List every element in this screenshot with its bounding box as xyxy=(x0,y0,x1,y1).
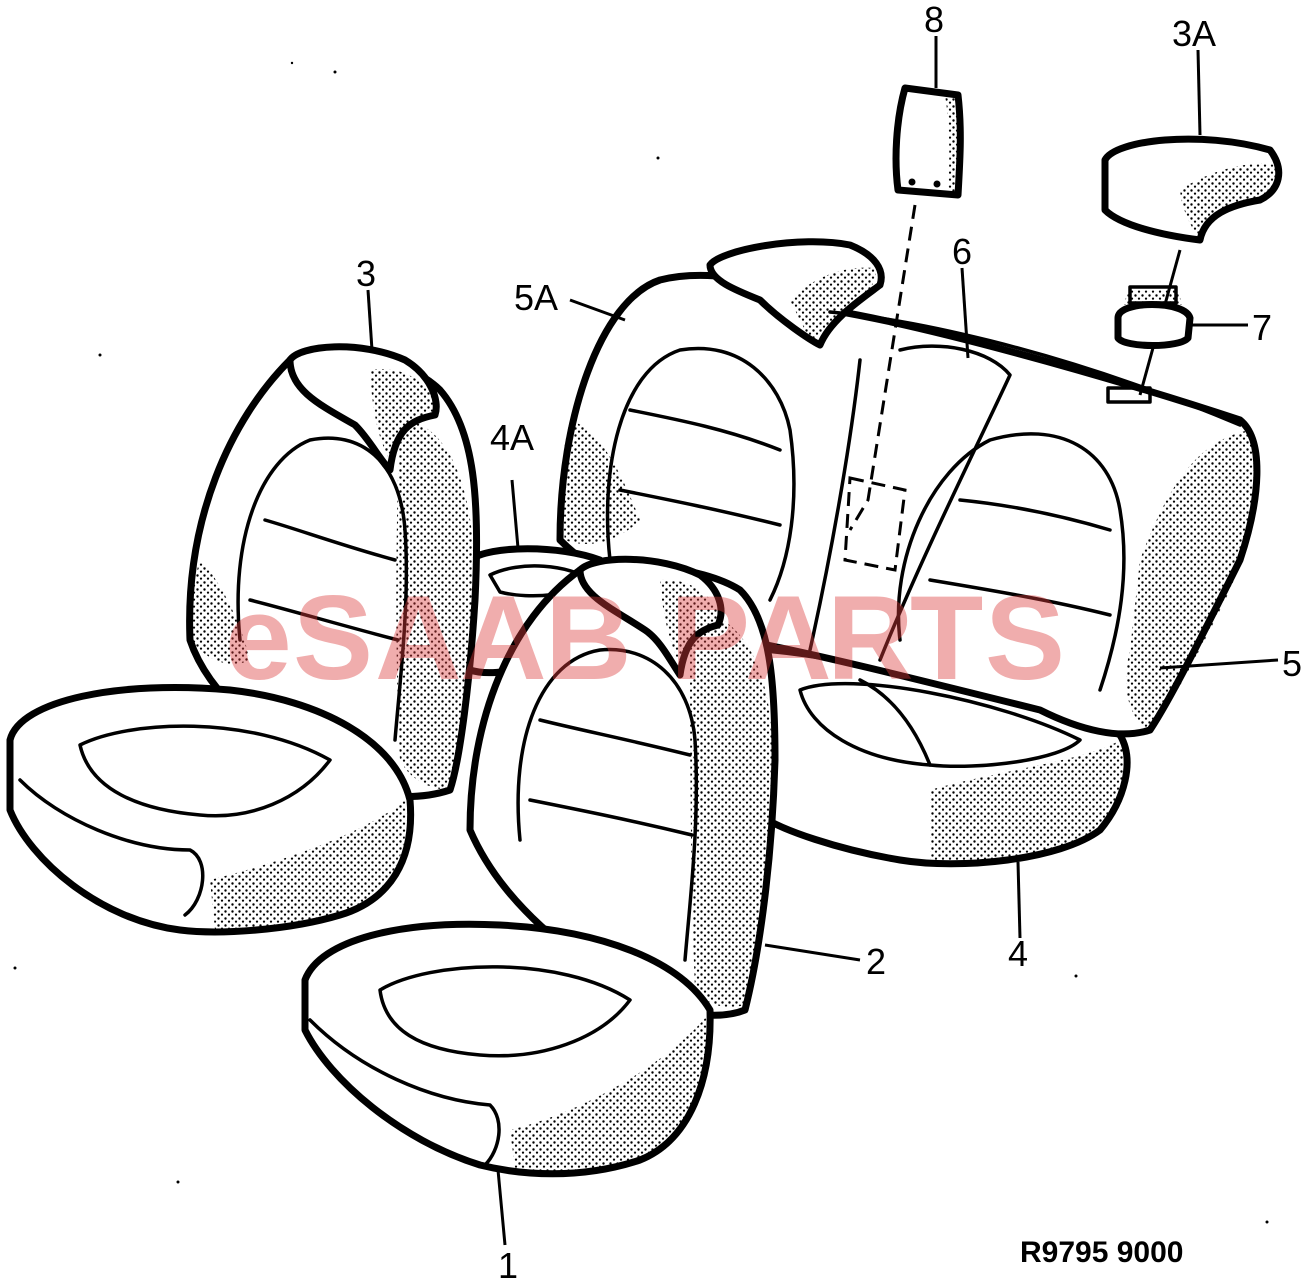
rear-backrest-left-shading xyxy=(560,420,640,544)
callout-3: 3 xyxy=(356,253,377,294)
rear-center-armrest-edge xyxy=(808,358,862,652)
left-backrest-seam-1 xyxy=(263,518,397,562)
left-backrest-side-shading xyxy=(396,420,474,790)
front-cushion-front-bolster xyxy=(308,1018,501,1167)
scan-specks xyxy=(13,61,1269,1224)
rear-backrest-top-seam xyxy=(828,310,1242,427)
rear-left-seat-arch xyxy=(605,346,796,602)
front-cushion-top-panel xyxy=(378,965,632,1058)
leader-5a xyxy=(569,298,626,322)
front-cushion-side-shading xyxy=(510,1015,709,1174)
panel-8-installation-outline xyxy=(843,476,907,572)
rear-headrest-assembly xyxy=(1101,135,1283,396)
rear-center-armrest-section xyxy=(878,344,1012,662)
callout-8: 8 xyxy=(924,0,945,40)
rear-left-headrest xyxy=(706,238,885,349)
front-backrest-seam-2 xyxy=(528,798,694,837)
headrest-3a-shading xyxy=(1180,163,1277,240)
rear-left-arch-seam-2 xyxy=(618,488,782,527)
callout-4: 4 xyxy=(1008,933,1029,974)
front-backrest-seam-1 xyxy=(538,718,692,757)
panel-8-installation-line xyxy=(848,204,917,531)
callout-4a: 4A xyxy=(490,417,535,458)
rear-cushion-side-shading xyxy=(930,740,1124,862)
rear-right-arch-seam-1 xyxy=(958,498,1112,532)
callout-1: 1 xyxy=(498,1245,519,1286)
left-backrest-inner-arch xyxy=(236,436,409,742)
panel-8-hole-left xyxy=(908,178,916,186)
front-backrest-inner-arch xyxy=(516,647,699,962)
leader-2 xyxy=(764,943,861,962)
left-cushion-side-shading xyxy=(210,800,407,932)
left-front-seat xyxy=(6,343,481,936)
rear-headrest-slot xyxy=(1106,386,1152,404)
leader-1 xyxy=(496,1169,507,1246)
leader-5 xyxy=(1159,658,1279,670)
panel-8-hole-right xyxy=(933,180,941,188)
rear-right-seat-arch xyxy=(896,432,1126,692)
callout-2: 2 xyxy=(866,941,887,982)
panel-8-shading xyxy=(945,95,960,195)
leader-6 xyxy=(960,267,970,359)
front-headrest-shading xyxy=(660,579,720,670)
callout-3a: 3A xyxy=(1172,13,1217,54)
center-panel-8 xyxy=(843,84,964,572)
left-headrest-shading xyxy=(370,369,438,465)
rear-right-arch-seam-2 xyxy=(928,578,1112,617)
rear-left-headrest-shading xyxy=(790,267,876,340)
front-backrest-side-shading xyxy=(690,610,772,1007)
rear-left-arch-seam-1 xyxy=(628,408,782,452)
left-cushion-top-panel xyxy=(78,724,332,818)
left-cushion-front-bolster xyxy=(18,778,205,917)
headrest-guide-7 xyxy=(1114,301,1194,349)
rear-backrest-right-shading xyxy=(1126,430,1257,730)
rear-cushion-seam xyxy=(858,678,932,767)
left-backrest-seam-2 xyxy=(248,598,400,642)
callout-5: 5 xyxy=(1282,643,1303,684)
rear-cushion-top-panel xyxy=(798,681,1082,769)
callout-6: 6 xyxy=(952,231,973,272)
headrest-guide-7-slot xyxy=(1128,285,1178,305)
callout-7: 7 xyxy=(1252,307,1273,348)
front-seat xyxy=(301,555,779,1178)
diagram-reference-code: R9795 9000 xyxy=(1020,1236,1184,1269)
left-backrest-left-shading xyxy=(191,560,250,664)
leader-4a xyxy=(510,479,520,549)
leader-lines xyxy=(366,36,1279,1246)
leader-4 xyxy=(1016,861,1022,939)
leader-3a xyxy=(1196,49,1202,136)
callout-5a: 5A xyxy=(514,277,559,318)
leader-3 xyxy=(366,289,374,351)
